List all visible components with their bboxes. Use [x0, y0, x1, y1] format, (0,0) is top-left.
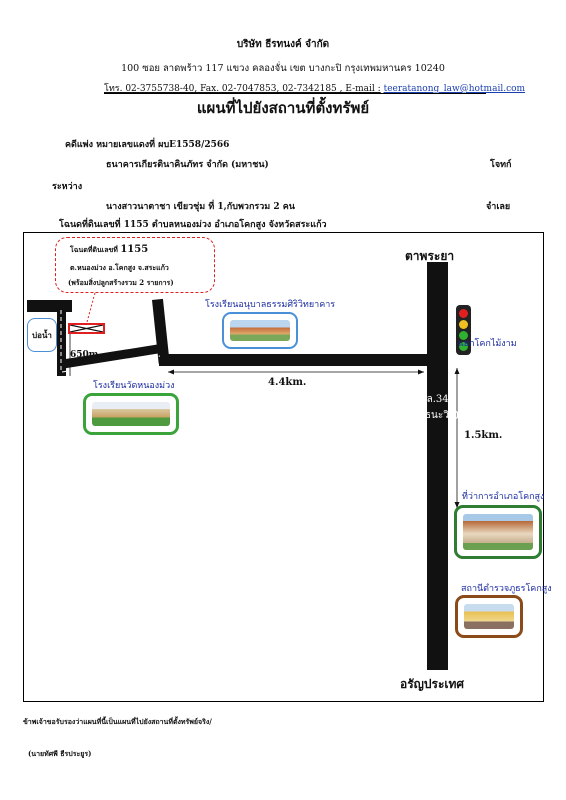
south-destination: อรัญประเทศ: [400, 677, 465, 691]
plaintiff-name: ธนาคารเกียรตินาคินภัทร จำกัด (มหาชน): [106, 160, 269, 170]
defendant-name: นางสาวนาตาชา เขียวชุ่ม ที่ 1,กับพวกรวม 2…: [106, 202, 295, 212]
distance-1-5km: 1.5km.: [464, 430, 503, 441]
school2-label: โรงเรียนวัดหนองม่วง: [93, 381, 175, 391]
between-label: ระหว่าง: [52, 182, 83, 192]
callout-line-3: (พร้อมสิ่งปลูกสร้างรวม 2 รายการ): [68, 278, 174, 287]
north-destination: ตาพระยา: [405, 249, 455, 263]
company-address: 100 ซอย ลาดพร้าว 117 แขวง คลองจั่น เขต บ…: [121, 63, 445, 74]
government-building-icon: [463, 514, 533, 550]
school-building-icon: [92, 402, 170, 426]
case-number: คดีแพ่ง หมายเลขแดงที่ ผบE1558/2566: [65, 140, 230, 150]
distance-650m: 650m.: [70, 350, 102, 360]
deed-description: โฉนดที่ดินเลขที่ 1155 ตำบลหนองม่วง อำเภอ…: [59, 220, 327, 230]
district-office-label: ที่ว่าการอำเภอโคกสูง: [462, 492, 545, 502]
callout-deed-prefix: โฉนดที่ดินเลขที่: [70, 245, 118, 254]
map-frame: [23, 232, 544, 702]
district-office-photo: [454, 505, 542, 559]
signer-name: (นายทัศพี ธีรประยูร): [28, 749, 92, 758]
traffic-light-icon: [456, 305, 471, 355]
arrow-head-left: [168, 369, 174, 375]
header-rule: [104, 93, 486, 94]
pond-label: บ่อน้ำ: [32, 330, 52, 340]
contact-numbers: โทร. 02-3755738-40, Fax. 02-7047853, 02-…: [104, 84, 381, 94]
email-link[interactable]: teeratanong_law@hotmail.com: [383, 84, 526, 94]
defendant-role: จำเลย: [486, 202, 511, 212]
police-station-label: สถานีตำรวจภูธรโคกสูง: [461, 584, 552, 594]
school-building-icon: [230, 320, 290, 341]
police-station-photo: [455, 595, 523, 638]
page-title: แผนที่ไปยังสถานที่ตั้งทรัพย์: [196, 99, 370, 117]
company-contact: โทร. 02-3755738-40, Fax. 02-7047853, 02-…: [104, 81, 525, 95]
road-center-dash: [61, 355, 161, 373]
certification-text: ข้าพเจ้าขอรับรองว่าแผนที่นี้เป็นแผนที่ไป…: [23, 717, 212, 726]
arrow-head-top: [454, 368, 460, 374]
callout-line-1: โฉนดที่ดินเลขที่ 1155: [70, 244, 148, 256]
school1-label: โรงเรียนอนุบาลธรรมศิริวิทยาคาร: [205, 300, 336, 310]
junction-label: แยกโคกไม้งาม: [458, 339, 517, 349]
school2-photo: [83, 393, 179, 435]
route-name: (ธนะวิถี): [421, 410, 459, 421]
road-east-west: [159, 354, 429, 366]
cross-icon: [70, 325, 103, 332]
main-road-vertical: [427, 262, 448, 670]
distance-4-4km: 4.4km.: [268, 377, 307, 388]
police-building-icon: [464, 604, 514, 629]
company-name: บริษัท ธีรทนงค์ จำกัด: [236, 39, 330, 50]
arrow-head-bottom: [454, 502, 460, 508]
route-code: ทล.348: [420, 394, 455, 405]
callout-line-2: ต.หนองม่วง อ.โคกสูง จ.สระแก้ว: [70, 263, 169, 272]
pond: บ่อน้ำ: [27, 318, 57, 352]
property-marker: [68, 323, 105, 334]
plaintiff-role: โจทก์: [490, 160, 512, 170]
school1-photo: [222, 312, 298, 349]
callout-deed-number: 1155: [120, 244, 149, 255]
arrow-head-right: [418, 369, 424, 375]
property-callout: [55, 237, 215, 293]
callout-pointer: [86, 292, 96, 323]
